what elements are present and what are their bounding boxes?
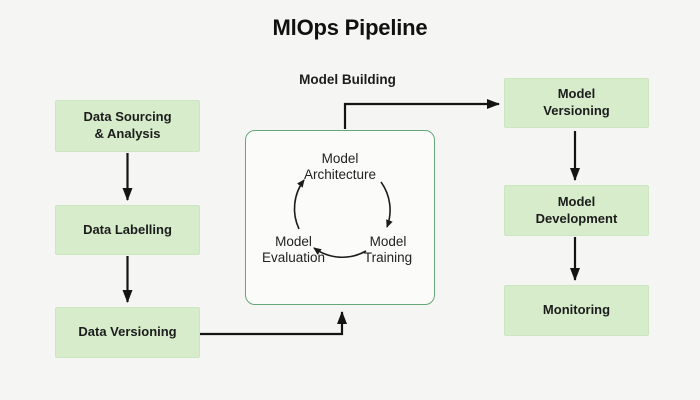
page-title: MlOps Pipeline (272, 15, 428, 40)
node-data-labelling: Data Labelling (55, 205, 200, 255)
model-building-label: Model Building (299, 72, 396, 87)
node-label: Monitoring (542, 302, 611, 318)
node-model-development: Model Development (504, 185, 649, 236)
cycle-step-model-training: Model Training (363, 234, 413, 266)
cycle-step-model-evaluation: Model Evaluation (261, 234, 326, 266)
node-model-versioning: Model Versioning (504, 78, 649, 128)
node-data-sourcing-analysis: Data Sourcing & Analysis (55, 100, 200, 152)
node-monitoring: Monitoring (504, 285, 649, 336)
node-label: Data Sourcing & Analysis (83, 109, 172, 141)
model-building-cycle-box: Model Architecture Model Training Model … (245, 130, 435, 305)
node-label: Model Development (535, 193, 618, 226)
node-data-versioning: Data Versioning (55, 307, 200, 358)
arrow-data-versioning-to-model-building (200, 311, 347, 336)
cycle-step-model-architecture: Model Architecture (303, 151, 377, 183)
node-label: Model Versioning (543, 86, 610, 118)
node-label: Data Versioning (78, 324, 177, 340)
arrow-model-building-to-model-versioning (343, 99, 500, 129)
node-label: Data Labelling (83, 221, 172, 237)
